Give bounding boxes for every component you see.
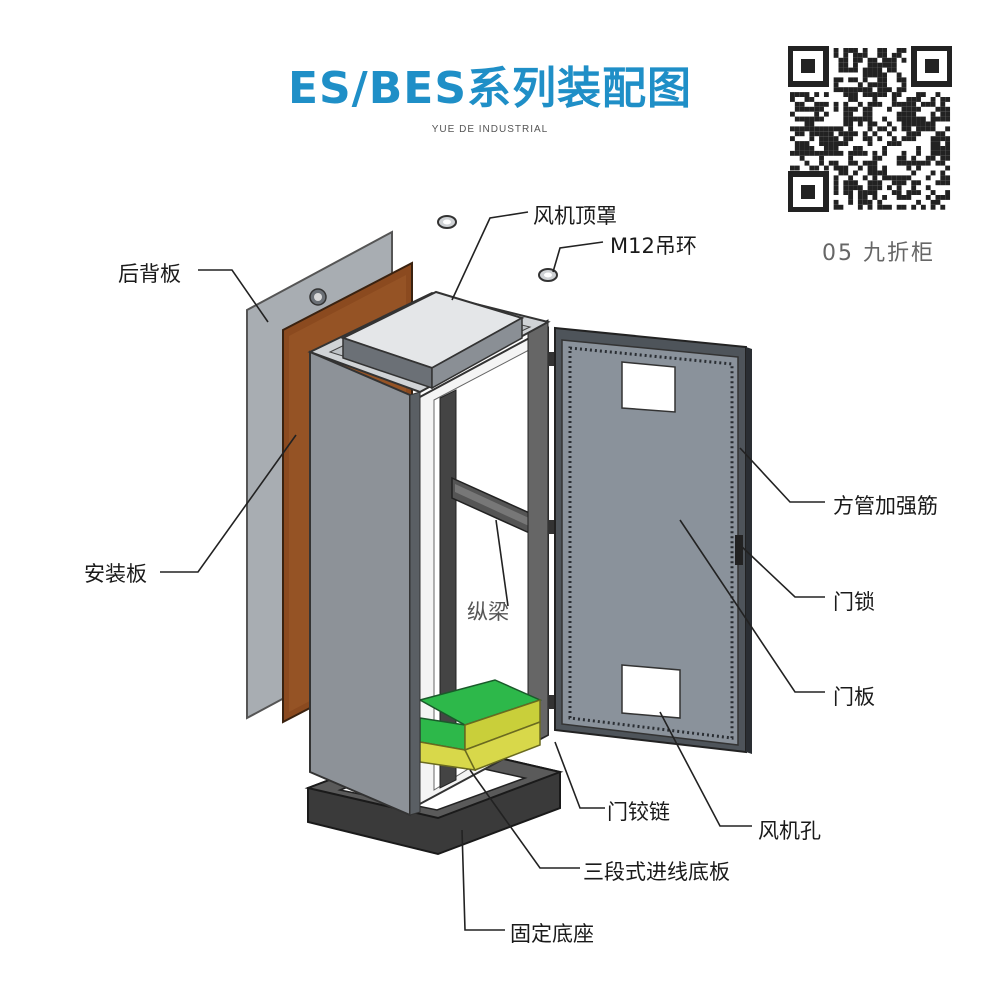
label-door-hinge: 门铰链 bbox=[607, 800, 670, 824]
door-panel-shape bbox=[554, 326, 747, 754]
label-back-panel: 后背板 bbox=[118, 262, 181, 286]
label-square-tube-rib: 方管加强筋 bbox=[833, 494, 938, 518]
fan-hole-shape bbox=[621, 361, 676, 413]
label-door-panel: 门板 bbox=[833, 685, 875, 709]
diagram-subtitle: YUE DE INDUSTRIAL bbox=[431, 124, 549, 135]
lifting-eye-shape bbox=[437, 215, 558, 282]
three-section-base-plate-shape bbox=[418, 679, 543, 771]
label-fan-top-cover: 风机顶罩 bbox=[533, 204, 617, 228]
fan-top-cover-shape bbox=[340, 290, 525, 390]
diagram-title: ES/BES系列装配图 bbox=[287, 63, 693, 114]
side-panel-shape bbox=[309, 350, 411, 817]
label-three-section-base-plate: 三段式进线底板 bbox=[583, 860, 730, 884]
label-lifting-eye: M12吊环 bbox=[610, 234, 697, 258]
watermark-text: 05 九折柜 bbox=[822, 241, 935, 266]
label-fan-hole: 风机孔 bbox=[758, 819, 821, 843]
label-mounting-plate: 安装板 bbox=[84, 562, 147, 586]
label-fixed-base: 固定底座 bbox=[510, 922, 594, 946]
qr-code bbox=[788, 46, 952, 212]
label-longitudinal-beam: 纵梁 bbox=[467, 600, 509, 624]
label-door-lock: 门锁 bbox=[833, 590, 875, 614]
